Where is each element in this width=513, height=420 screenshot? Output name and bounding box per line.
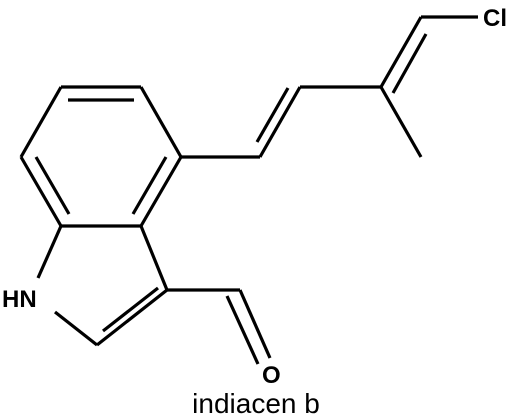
bond-c2-c3-inner [102, 286, 159, 333]
bond-c3a-c4-inner [131, 156, 168, 215]
bond-ca-cb [258, 86, 302, 158]
bond-cc-methyl [379, 86, 423, 158]
bond-c3-c3a [139, 225, 169, 291]
benzene-ring [19, 85, 183, 228]
bond-c7-c7a-inner [34, 156, 71, 215]
bond-cho-o [238, 289, 272, 359]
bond-c7a-n1 [36, 225, 63, 279]
bond-cc-cd [379, 16, 423, 88]
chlorine-label: Cl [483, 5, 507, 32]
side-chain [181, 15, 478, 159]
bond-n1-c2 [54, 310, 98, 347]
bond-c3a-c4 [139, 156, 183, 227]
aldehyde-group [167, 288, 272, 365]
bond-cho-o-double [225, 295, 260, 365]
bond-ca-cb-inner [255, 87, 290, 143]
bond-cc-cd-inner [391, 33, 428, 94]
bond-c6-c7 [19, 86, 63, 158]
bond-c2-c3 [96, 288, 168, 347]
oxygen-label: O [262, 362, 281, 389]
pyrrole-ring [36, 225, 169, 347]
nitrogen-label: HN [2, 286, 37, 313]
compound-name: indiacen b [192, 388, 320, 419]
bond-c7-c7a [19, 156, 63, 227]
bond-c4-c5 [139, 86, 183, 158]
